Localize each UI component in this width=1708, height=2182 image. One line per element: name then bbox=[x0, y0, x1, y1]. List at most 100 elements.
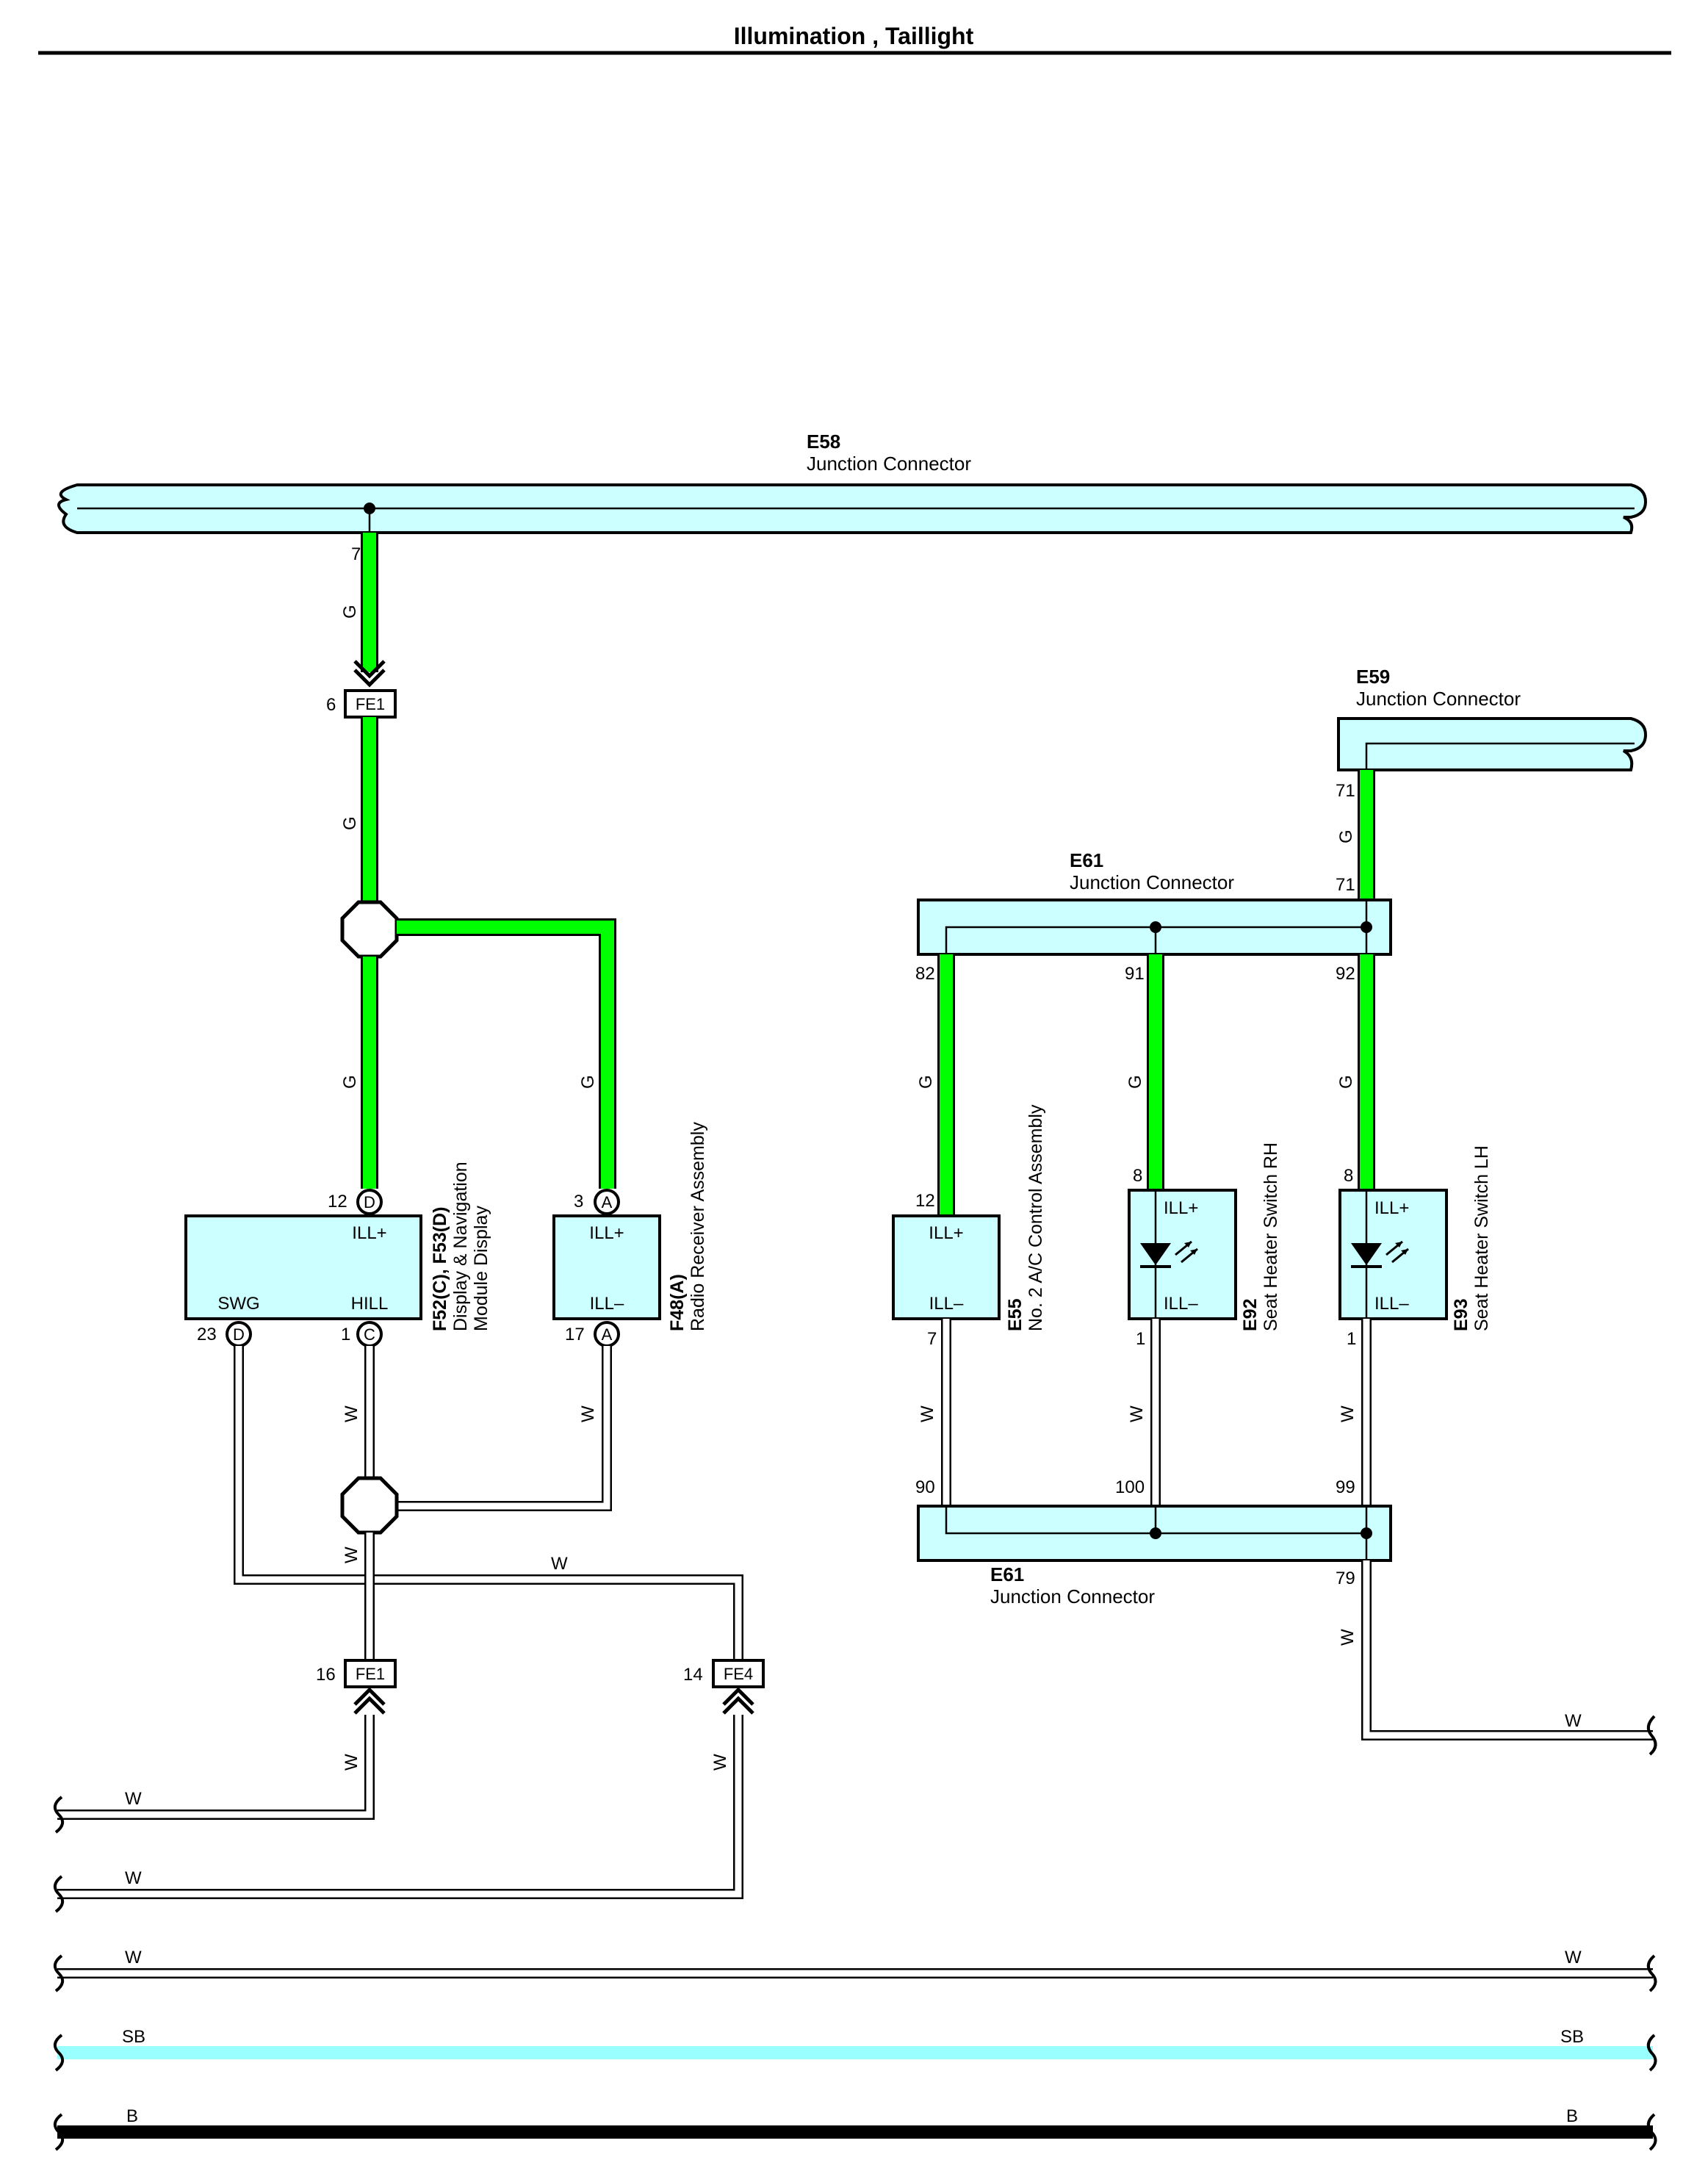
e93-id: E93 bbox=[1451, 1299, 1471, 1331]
e61-top-junction-connector: E61 Junction Connector bbox=[917, 849, 1392, 956]
wire-g-branch-f48-outline bbox=[397, 918, 616, 1189]
e93-led-icon bbox=[1351, 1243, 1382, 1265]
e55-label-group: E55 No. 2 A/C Control Assembly bbox=[1005, 1104, 1046, 1331]
wire-label-w-2: W bbox=[578, 1405, 598, 1422]
wire-label-w-1: W bbox=[342, 1405, 361, 1422]
wire-label-g-7: G bbox=[1125, 1075, 1145, 1089]
wire-label-g-1: G bbox=[340, 605, 360, 619]
f52-pin-23: 23 bbox=[197, 1325, 217, 1344]
wire-label-b-left: B bbox=[126, 2106, 138, 2126]
e61-bottom-junction-connector: E61 Junction Connector bbox=[917, 1505, 1392, 1607]
f48-radio-receiver-assembly: ILL+ ILL– bbox=[552, 1214, 661, 1320]
e93-label-group: E93 Seat Heater Switch LH bbox=[1451, 1145, 1492, 1331]
f52-terminal-swg: SWG bbox=[217, 1294, 259, 1314]
fe1-bottom-tag: FE1 bbox=[356, 1665, 385, 1683]
wire-label-w-bus-left: W bbox=[125, 1948, 142, 1967]
pin-e61-90: 90 bbox=[915, 1477, 935, 1497]
f48-connector-a-top-label: A bbox=[602, 1193, 613, 1211]
f48-label-group: F48(A) Radio Receiver Assembly bbox=[667, 1122, 708, 1331]
e55-id: E55 bbox=[1005, 1298, 1026, 1331]
e55-name: No. 2 A/C Control Assembly bbox=[1026, 1104, 1046, 1331]
wire-label-b-right: B bbox=[1566, 2106, 1578, 2126]
fe1-top-pin: 6 bbox=[326, 695, 336, 715]
wire-label-g-8: G bbox=[1336, 1075, 1356, 1089]
wire-label-w-10: W bbox=[1127, 1405, 1147, 1422]
e59-id: E59 bbox=[1356, 666, 1390, 688]
f48-terminal-ill-minus: ILL– bbox=[590, 1294, 624, 1314]
wire-label-w-11: W bbox=[1338, 1405, 1358, 1422]
f48-name: Radio Receiver Assembly bbox=[688, 1122, 708, 1331]
f48-pin-3: 3 bbox=[574, 1192, 583, 1211]
fe4-connector bbox=[712, 1659, 765, 1688]
pin-e58-7: 7 bbox=[351, 544, 361, 564]
f52-id: F52(C), F53(D) bbox=[430, 1207, 450, 1331]
e55-terminal-ill-plus: ILL+ bbox=[929, 1223, 963, 1243]
f52-terminal-ill-plus: ILL+ bbox=[352, 1223, 386, 1243]
wire-label-sb-left: SB bbox=[122, 2027, 145, 2047]
f52-name-line1: Display & Navigation bbox=[450, 1162, 471, 1331]
fe1-top-chevron-1 bbox=[353, 660, 386, 679]
fe1-top-tag: FE1 bbox=[356, 695, 385, 713]
f52-name-line2: Module Display bbox=[471, 1206, 491, 1331]
wire-label-w-12: W bbox=[1338, 1629, 1358, 1646]
wire-label-g-3: G bbox=[578, 1075, 598, 1089]
pin-e61-79: 79 bbox=[1336, 1569, 1355, 1588]
e58-name: Junction Connector bbox=[807, 453, 971, 475]
fe1-bottom-chevron-1 bbox=[353, 1687, 386, 1706]
break-mark-b-left bbox=[53, 2113, 65, 2151]
wire-w-fe1-left bbox=[57, 1715, 373, 1818]
wire-label-w-4: W bbox=[342, 1547, 361, 1563]
splice-white bbox=[340, 1476, 399, 1535]
break-mark-b-right bbox=[1646, 2113, 1657, 2151]
wire-g-branch-f48 bbox=[397, 921, 614, 1189]
f52-label-group: F52(C), F53(D) Display & Navigation Modu… bbox=[430, 1162, 491, 1331]
wire-label-w-13: W bbox=[1565, 1711, 1582, 1731]
fe4-pin: 14 bbox=[683, 1665, 703, 1685]
e61-bottom-id: E61 bbox=[990, 1563, 1024, 1585]
fe4-chevron-2 bbox=[722, 1696, 754, 1715]
pin-e61-92: 92 bbox=[1336, 964, 1355, 984]
fe1-top-chevron-2 bbox=[353, 669, 386, 688]
wire-label-w-7: W bbox=[710, 1754, 730, 1771]
wire-label-sb-right: SB bbox=[1560, 2027, 1584, 2047]
break-mark-w-3 bbox=[1646, 1715, 1657, 1756]
e92-pin-8: 8 bbox=[1133, 1166, 1142, 1186]
f48-terminal-ill-plus: ILL+ bbox=[589, 1223, 624, 1243]
e93-terminal-ill-minus: ILL– bbox=[1374, 1294, 1409, 1314]
break-mark-sb-right bbox=[1646, 2034, 1657, 2072]
wire-label-w-9: W bbox=[918, 1405, 937, 1422]
f48-id: F48(A) bbox=[667, 1274, 688, 1331]
wire-w-fe4-left-outline bbox=[57, 1715, 743, 1899]
e55-ac-control-assembly: ILL+ ILL– bbox=[892, 1214, 1001, 1320]
e61-top-name: Junction Connector bbox=[1070, 871, 1234, 893]
f52-connector-d-top bbox=[356, 1189, 383, 1215]
e55-terminal-ill-minus: ILL– bbox=[929, 1294, 964, 1314]
e55-pin-7: 7 bbox=[927, 1329, 937, 1349]
f48-connector-a-bottom-label: A bbox=[602, 1325, 613, 1344]
e92-name: Seat Heater Switch RH bbox=[1261, 1142, 1281, 1331]
fe1-bottom-pin: 16 bbox=[316, 1665, 336, 1685]
wire-w-swg bbox=[235, 1346, 742, 1660]
f52-terminal-hill: HILL bbox=[351, 1294, 389, 1314]
fe4-chevron-1 bbox=[722, 1687, 754, 1706]
pin-e59-71: 71 bbox=[1336, 781, 1355, 801]
f52-pin-12: 12 bbox=[328, 1192, 347, 1211]
e93-name: Seat Heater Switch LH bbox=[1471, 1145, 1492, 1331]
wire-label-g-4: G bbox=[340, 1075, 360, 1089]
e92-terminal-ill-plus: ILL+ bbox=[1164, 1198, 1198, 1218]
wire-label-w-5: W bbox=[342, 1754, 361, 1771]
e92-terminal-ill-minus: ILL– bbox=[1164, 1294, 1198, 1314]
f48-pin-17: 17 bbox=[565, 1325, 585, 1344]
wire-w-f48 bbox=[397, 1346, 610, 1510]
break-mark-w-2 bbox=[53, 1875, 65, 1913]
e93-terminal-ill-plus: ILL+ bbox=[1374, 1198, 1409, 1218]
e61-bottom-splice-dot-2 bbox=[1361, 1527, 1372, 1539]
wire-w-fe1-left-outline bbox=[57, 1715, 375, 1820]
e92-label-group: E92 Seat Heater Switch RH bbox=[1240, 1142, 1281, 1331]
f48-connector-a-top bbox=[594, 1189, 620, 1215]
f52-display-navigation-module: ILL+ SWG HILL bbox=[184, 1214, 422, 1320]
f52-connector-d-top-label: D bbox=[364, 1193, 375, 1211]
e92-seat-heater-switch-rh: ILL+ ILL– bbox=[1128, 1189, 1237, 1320]
wire-w-fe4-left bbox=[57, 1715, 742, 1898]
